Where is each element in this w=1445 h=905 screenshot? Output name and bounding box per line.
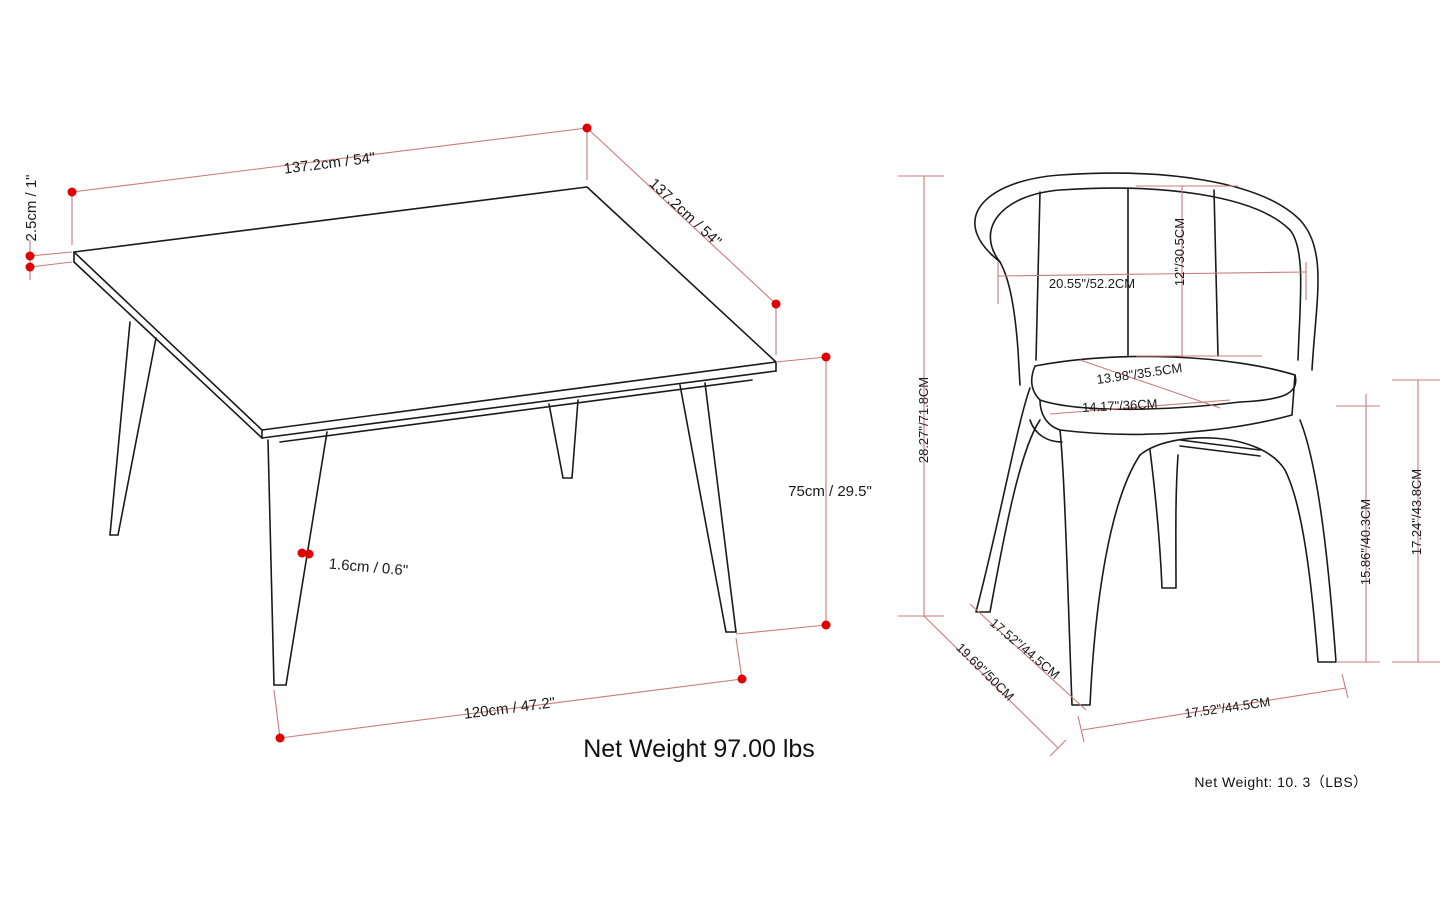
- dim-point: [275, 733, 285, 743]
- chair-base-depth-label: 17.52"/44.5CM: [987, 615, 1063, 682]
- table-apron: [279, 379, 753, 443]
- chair-arm-height-label: 17.24"/43.8CM: [1409, 469, 1424, 555]
- chair-base-width-label: 17.52"/44.5CM: [1184, 694, 1272, 721]
- ext-line: [29, 261, 73, 268]
- chair-seat-depth-label: 13.98"/35.5CM: [1096, 360, 1184, 387]
- dim-point: [771, 299, 781, 309]
- table-dimensions: [25, 123, 831, 743]
- dim-point: [25, 262, 35, 272]
- ext-line: [775, 356, 827, 363]
- dim-line-seat-width: [1049, 399, 1231, 415]
- chair-backrest-inner: [989, 187, 1302, 361]
- dim-point: [304, 549, 314, 559]
- chair-leg-front-middle: [1059, 429, 1141, 706]
- dim-line-back-width: [997, 271, 1307, 277]
- dim-line-top-depth: [586, 127, 777, 305]
- dim-point: [297, 548, 307, 558]
- dim-point: [582, 123, 592, 133]
- table-top-length-label: 137.2cm / 54": [283, 149, 376, 177]
- chair-back-height-label: 12"/30.5CM: [1172, 218, 1187, 286]
- dim-line-top-length: [71, 127, 588, 193]
- chair-overall-depth-label: 19.69"/50CM: [953, 640, 1017, 704]
- dim-line-seat-depth: [1079, 359, 1221, 409]
- table-top-thickness-label: 2.5cm / 1": [23, 174, 40, 241]
- ext-line: [735, 637, 743, 680]
- chair-leg-back: [1149, 449, 1179, 589]
- dim-point: [67, 187, 77, 197]
- dim-point: [821, 620, 831, 630]
- chair-back-width-label: 20.55"/52.2CM: [1049, 276, 1135, 291]
- dim-line-base-width: [1081, 687, 1347, 731]
- table-leg-front-right: [679, 382, 737, 633]
- chair-net-weight: Net Weight: 10. 3（LBS）: [1194, 774, 1367, 790]
- dim-line-leg-span: [279, 678, 743, 739]
- ext-line: [1049, 739, 1067, 757]
- ext-line: [1341, 673, 1349, 699]
- ext-line: [29, 251, 73, 257]
- table-height-label: 75cm / 29.5": [788, 483, 872, 500]
- chair-leg-front-left: [975, 387, 1041, 613]
- table-leg-front-left: [267, 431, 328, 686]
- ext-line: [735, 624, 827, 635]
- chair-arm-left: [999, 261, 1021, 386]
- table-top-edge-front: [73, 261, 263, 439]
- chair-drawing: [974, 172, 1337, 706]
- chair-backrest-outer: [974, 172, 1319, 371]
- dim-point: [737, 674, 747, 684]
- table-top: [73, 186, 777, 431]
- chair-seat-height-label: 15.86"/40.3CM: [1358, 499, 1373, 585]
- table-leg-thickness-label: 1.6cm / 0.6": [328, 556, 409, 580]
- dim-line-overall-depth: [923, 615, 1059, 749]
- chair-front-arch: [1139, 419, 1337, 663]
- chair-dimensions: [898, 175, 1440, 757]
- table-leg-back-left: [109, 321, 157, 536]
- table-net-weight: Net Weight 97.00 lbs: [583, 735, 815, 763]
- ext-line: [273, 689, 281, 739]
- table-top-edge-front-right: [261, 370, 777, 439]
- ext-line: [1077, 715, 1085, 743]
- chair-seat-width-label: 14.17"/36CM: [1082, 396, 1158, 415]
- chair-overall-height-label: 28.27"/71.8CM: [916, 377, 931, 463]
- table-leg-back-right: [548, 399, 579, 479]
- table-leg-span-label: 120cm / 47.2": [463, 694, 556, 723]
- dim-line-base-depth: [969, 603, 1087, 711]
- dim-point: [821, 352, 831, 362]
- chair-stretcher: [1179, 439, 1261, 451]
- dim-point: [25, 251, 35, 261]
- table-drawing: [73, 186, 777, 686]
- table-top-depth-label: 137.2cm / 54": [646, 175, 725, 250]
